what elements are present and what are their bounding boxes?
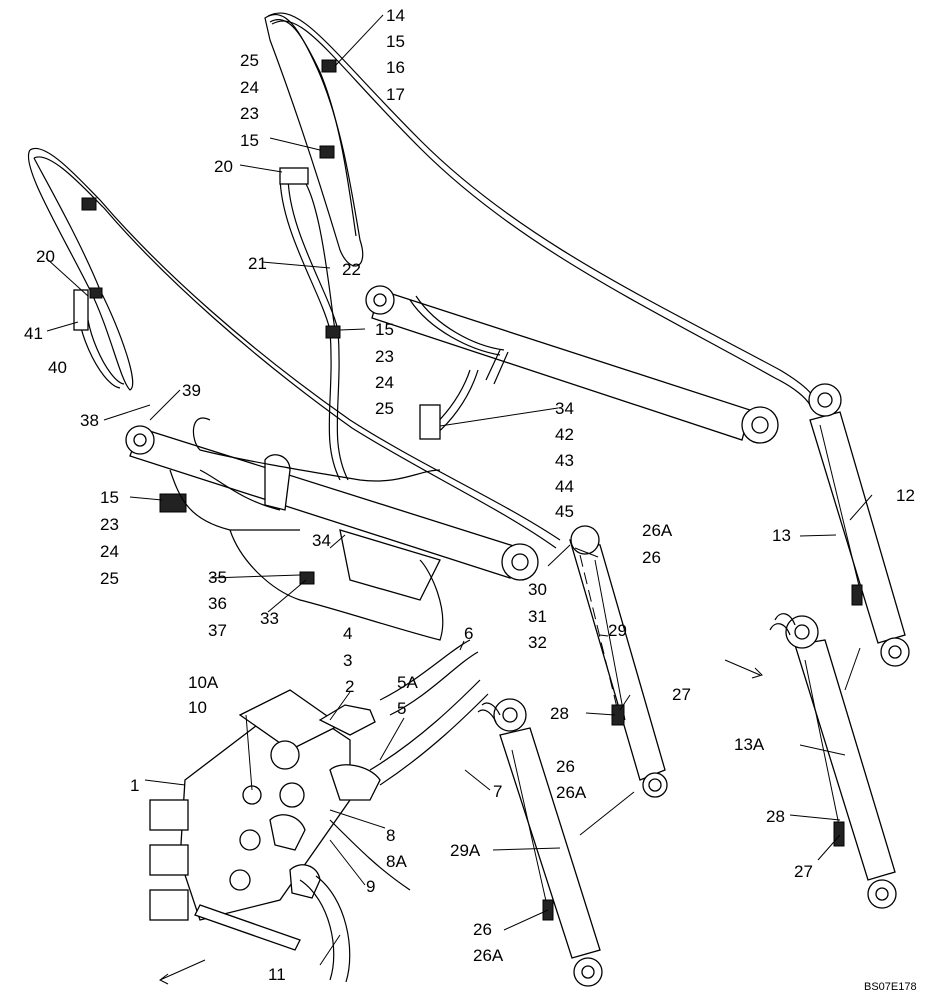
callout-27: 27 — [794, 862, 813, 881]
callout-15: 15 — [375, 320, 394, 339]
right-lower-cylinder — [769, 613, 897, 909]
callout-2: 2 — [345, 677, 354, 696]
callout-23: 23 — [100, 515, 119, 534]
callout-43: 43 — [555, 451, 574, 470]
upper-lift-cylinder — [365, 285, 779, 444]
main-cylinder — [125, 417, 539, 641]
hose-connector — [73, 289, 89, 331]
callout-13A: 13A — [734, 735, 765, 754]
callout-24: 24 — [240, 78, 259, 97]
callout-8: 8 — [386, 826, 395, 845]
callout-38: 38 — [80, 411, 99, 430]
callout-39: 39 — [182, 381, 201, 400]
callout-30: 30 — [528, 580, 547, 599]
callout-20: 20 — [36, 247, 55, 266]
tube-fitting — [279, 167, 309, 185]
callout-40: 40 — [48, 358, 67, 377]
callout-8A: 8A — [386, 852, 407, 871]
callout-26: 26 — [556, 757, 575, 776]
callout-15: 15 — [240, 131, 259, 150]
callout-22: 22 — [342, 260, 361, 279]
callout-29A: 29A — [450, 841, 481, 860]
hose-clamp — [159, 493, 187, 513]
callout-25: 25 — [240, 51, 259, 70]
callout-37: 37 — [208, 621, 227, 640]
sensor — [851, 584, 863, 606]
hose-clamp — [325, 325, 341, 339]
callout-21: 21 — [248, 254, 267, 273]
direction-arrows — [159, 647, 861, 985]
bucket-cylinder — [569, 525, 668, 798]
callout-31: 31 — [528, 607, 547, 626]
callout-4: 4 — [343, 624, 352, 643]
callout-26A: 26A — [642, 521, 673, 540]
callout-15: 15 — [100, 488, 119, 507]
callout-41: 41 — [24, 324, 43, 343]
callout-24: 24 — [375, 373, 394, 392]
callout-10A: 10A — [188, 673, 219, 692]
callout-42: 42 — [555, 425, 574, 444]
bracket — [419, 404, 441, 440]
callout-32: 32 — [528, 633, 547, 652]
callout-27: 27 — [672, 685, 691, 704]
callout-12: 12 — [896, 486, 915, 505]
callout-23: 23 — [240, 104, 259, 123]
callout-20: 20 — [214, 157, 233, 176]
callout-6: 6 — [464, 624, 473, 643]
callout-16: 16 — [386, 58, 405, 77]
hose-clamp — [89, 287, 103, 299]
center-tube-lines — [279, 167, 349, 481]
callout-17: 17 — [386, 85, 405, 104]
callout-11: 11 — [268, 965, 286, 984]
callout-25: 25 — [375, 399, 394, 418]
callout-1: 1 — [130, 776, 139, 795]
callout-36: 36 — [208, 594, 227, 613]
upper-hose-loop-left — [27, 147, 561, 549]
upper-hose-loop-right — [264, 12, 816, 406]
callout-14: 14 — [386, 6, 405, 25]
sensor — [833, 821, 845, 847]
callout-15: 15 — [386, 32, 405, 51]
callout-33: 33 — [260, 609, 279, 628]
callout-26: 26 — [642, 548, 661, 567]
callout-23: 23 — [375, 347, 394, 366]
callout-29: 29 — [608, 621, 627, 640]
callout-45: 45 — [555, 502, 574, 521]
hose-clamp — [299, 571, 315, 585]
callout-44: 44 — [555, 477, 574, 496]
callout-26A: 26A — [556, 783, 587, 802]
lower-mid-cylinder — [477, 698, 603, 987]
callout-26A: 26A — [473, 946, 504, 965]
callout-34: 34 — [312, 531, 331, 550]
hose-clamp — [81, 197, 97, 211]
leader-lines — [45, 14, 873, 966]
right-cylinder — [808, 383, 910, 667]
callout-3: 3 — [343, 651, 352, 670]
callout-5: 5 — [397, 699, 406, 718]
callout-28: 28 — [766, 807, 785, 826]
control-valve-assembly — [149, 639, 489, 983]
callout-35: 35 — [208, 568, 227, 587]
callout-13: 13 — [772, 526, 791, 545]
callout-labels: 14 15 16 17 25 24 23 15 20 21 22 20 41 4… — [24, 6, 915, 984]
hose-clamp — [319, 145, 335, 159]
callout-9: 9 — [366, 877, 375, 896]
hose-clamp — [321, 59, 337, 73]
callout-25: 25 — [100, 569, 119, 588]
callout-5A: 5A — [397, 673, 418, 692]
callout-34: 34 — [555, 399, 574, 418]
drawing-code: BS07E178 — [864, 981, 917, 993]
callout-24: 24 — [100, 542, 119, 561]
callout-28: 28 — [550, 704, 569, 723]
callout-26: 26 — [473, 920, 492, 939]
callout-7: 7 — [493, 782, 502, 801]
callout-10: 10 — [188, 698, 207, 717]
